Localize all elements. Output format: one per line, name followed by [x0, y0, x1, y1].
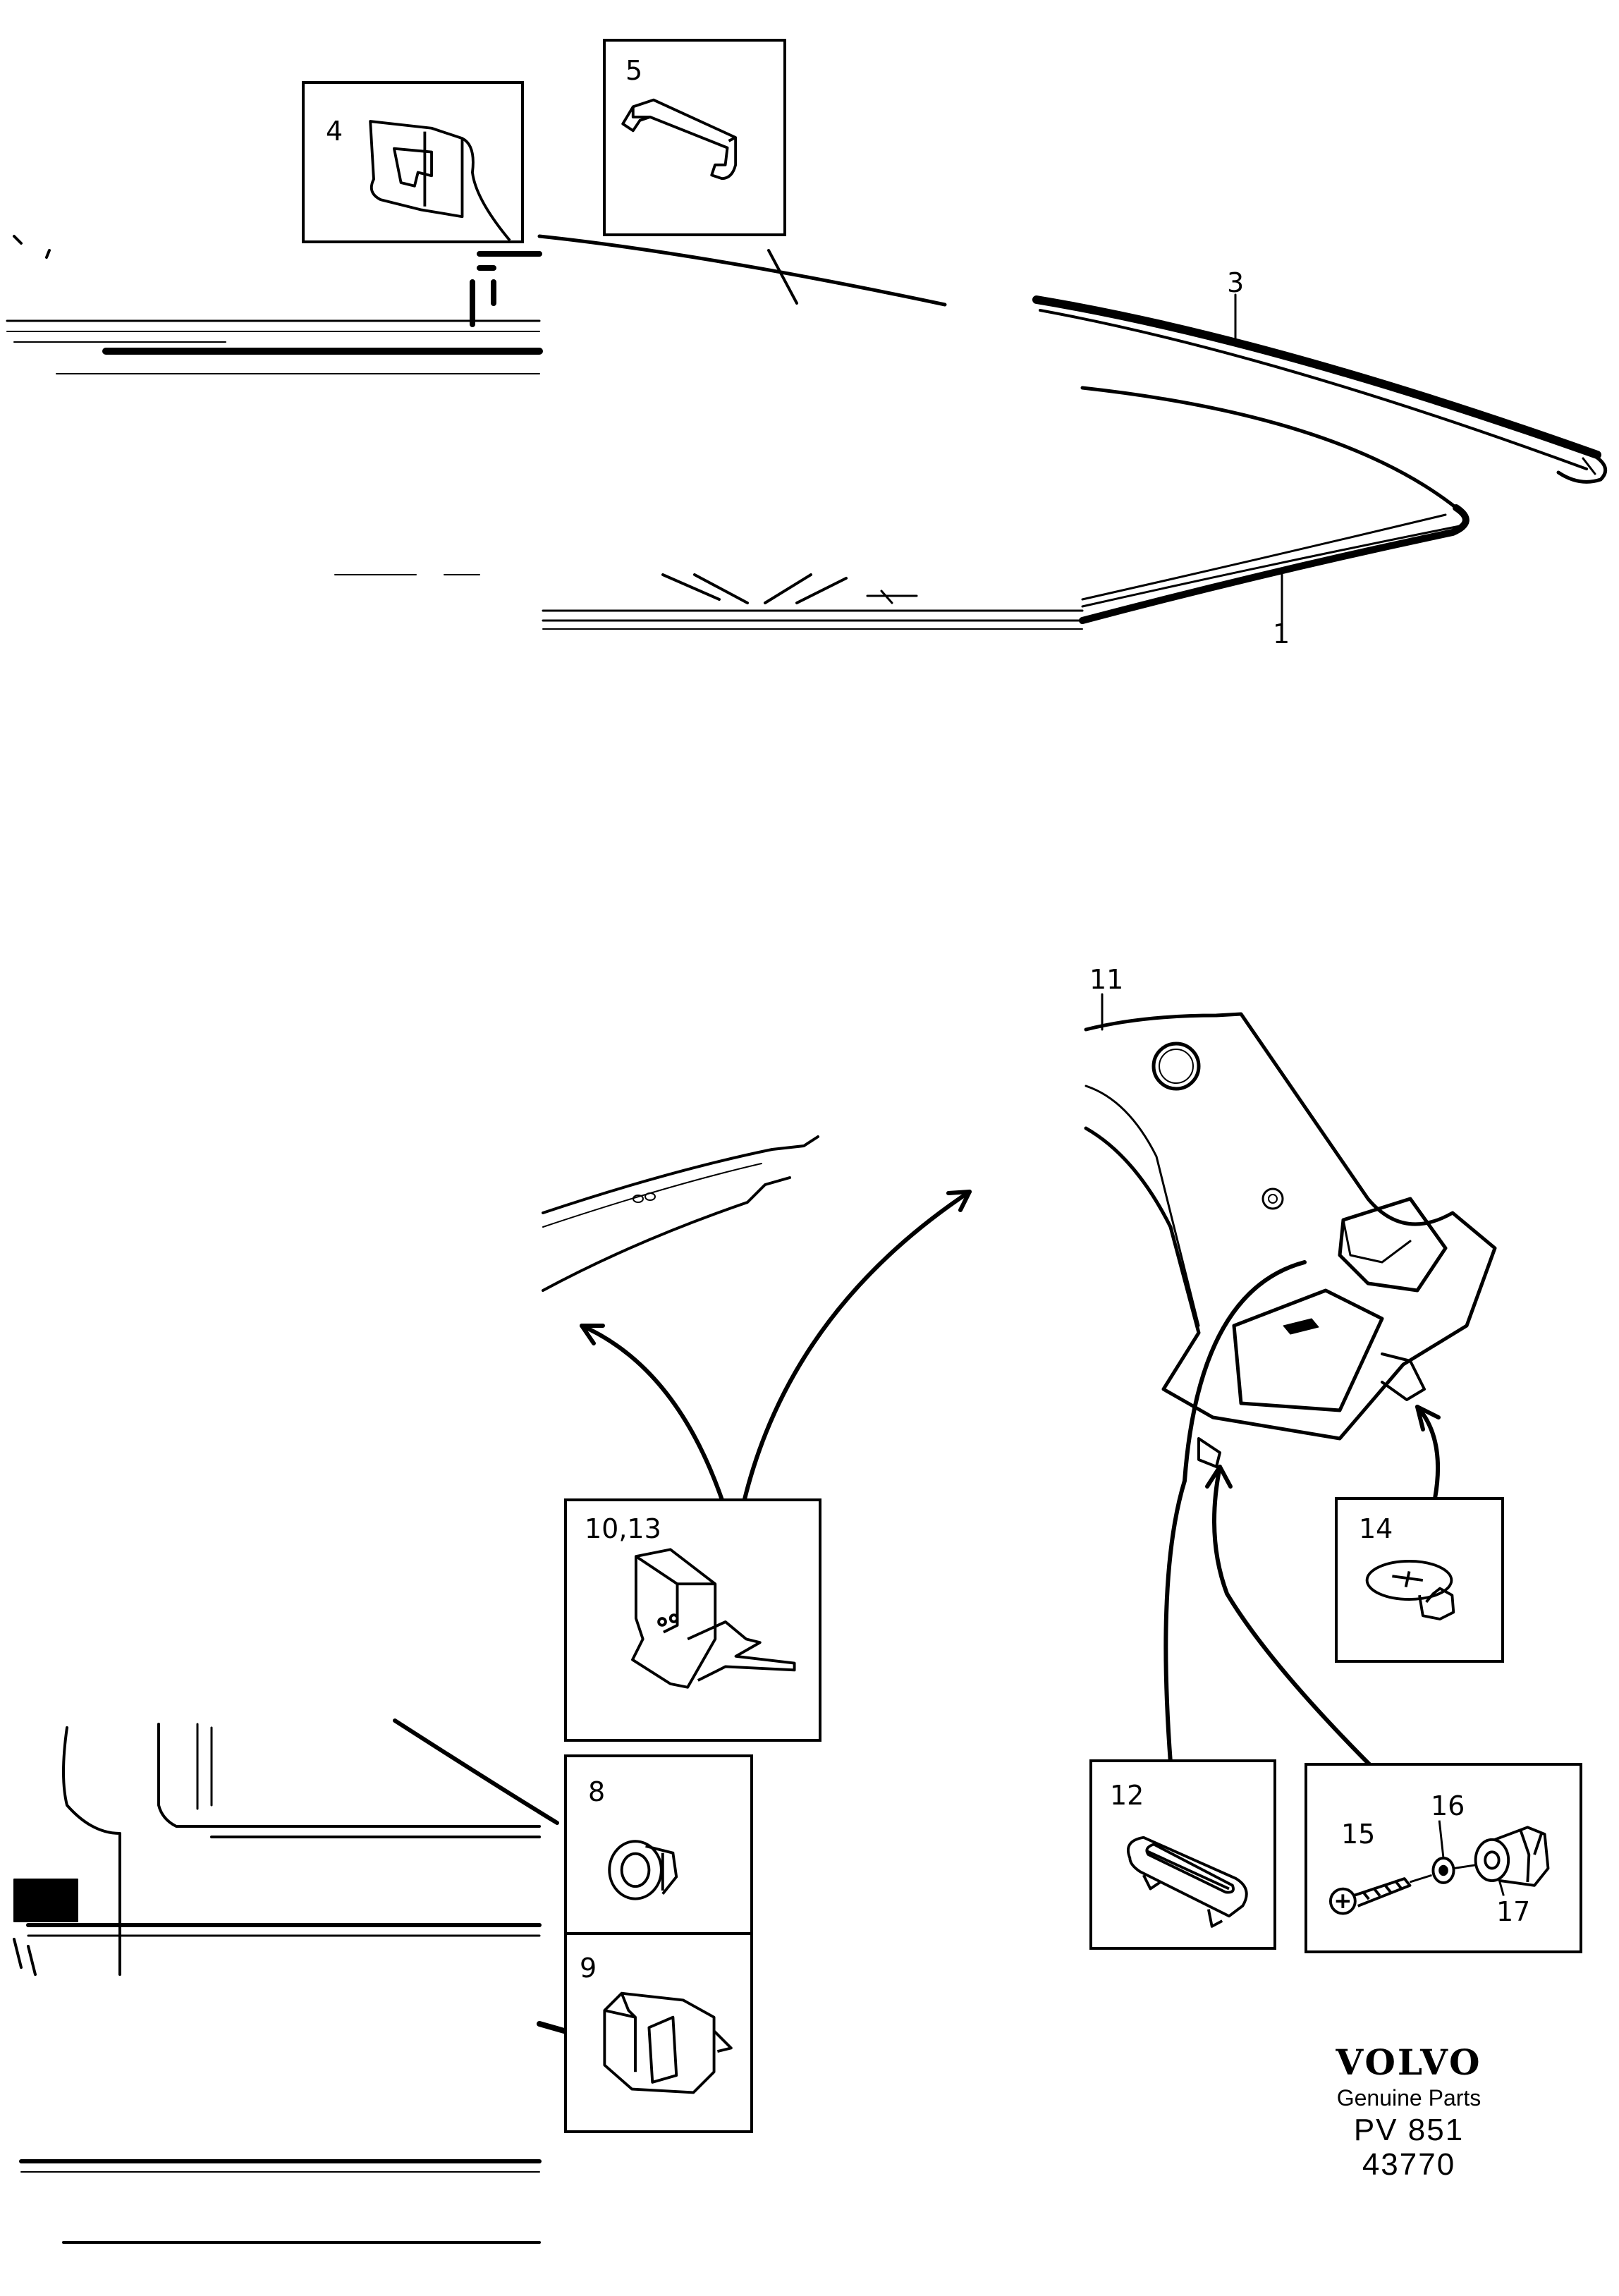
- part-number-5: 5: [625, 55, 643, 86]
- retainer-part-icon: [621, 98, 738, 181]
- part-number-14: 14: [1359, 1513, 1393, 1544]
- part-number-8: 8: [588, 1776, 606, 1807]
- part-box-8: 8: [564, 1754, 753, 1938]
- spring-clip-part-icon: [603, 1991, 733, 2094]
- brand-tagline: Genuine Parts: [1336, 2085, 1481, 2111]
- part-number-10-13: 10,13: [585, 1513, 661, 1544]
- part-number-9: 9: [580, 1953, 597, 1984]
- callout-11: 11: [1089, 964, 1124, 995]
- clip-part-icon: [369, 120, 511, 240]
- part-box-9: 9: [564, 1932, 753, 2133]
- part-box-5: 5: [603, 39, 786, 236]
- part-number-17: 17: [1496, 1896, 1531, 1927]
- part-number-4: 4: [326, 116, 343, 147]
- push-rivet-part-icon: [1365, 1560, 1455, 1620]
- part-number-code: PV 851 43770: [1353, 2113, 1465, 2182]
- part-number-15: 15: [1341, 1819, 1376, 1850]
- volvo-logo: VOLVO: [1336, 2041, 1482, 2083]
- part-box-10-13: 10,13: [564, 1498, 821, 1742]
- part-box-4: 4: [302, 81, 524, 243]
- part-box-14: 14: [1335, 1497, 1504, 1663]
- brand-block: VOLVO Genuine Parts PV 851 43770: [1303, 2045, 1515, 2182]
- callout-3: 3: [1227, 267, 1245, 298]
- part-number-12: 12: [1110, 1780, 1144, 1811]
- grommet-part-icon: [1126, 1836, 1248, 1928]
- bracket-clip-part-icon: [631, 1548, 796, 1689]
- callout-1: 1: [1273, 618, 1290, 649]
- part-number-16: 16: [1431, 1790, 1465, 1821]
- screw-washer-nut-assembly-icon: [1328, 1820, 1550, 1915]
- plug-part-icon: [608, 1840, 678, 1900]
- part-box-15-16-17: 15 16 17: [1305, 1763, 1582, 1953]
- part-box-12: 12: [1089, 1759, 1276, 1950]
